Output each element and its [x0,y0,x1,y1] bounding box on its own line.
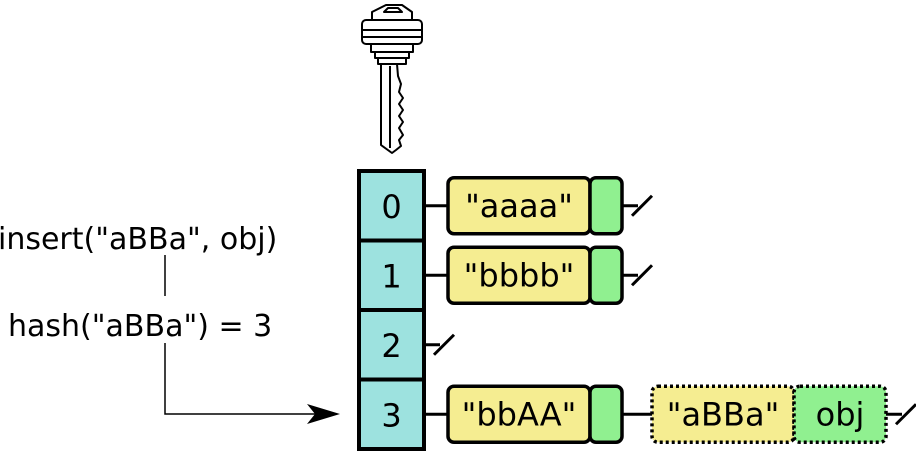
bucket-index: 1 [381,257,401,295]
node-value-cell [588,245,624,305]
node-key-cell [650,384,796,444]
chain-node: "bbAA" [446,384,624,444]
bucket-index: 0 [381,188,401,226]
hash-to-bucket-arrow-line [164,343,318,415]
chain-0: "aaaa" [424,176,654,236]
chain-node: "bbbb" [446,245,624,305]
node-value-cell [588,384,624,444]
chains: "aaaa" "bbbb" "bbAA" "aBBa" obj [424,176,916,444]
node-value-cell [792,384,888,444]
bucket-array: 0 1 2 3 [357,169,426,451]
pending-node: "aBBa" obj [650,384,888,444]
bucket-3: 3 [357,377,426,451]
node-value: obj [816,395,865,433]
chain-1: "bbbb" [424,245,654,305]
node-value-cell [588,176,624,236]
node-key: "bbAA" [462,395,577,433]
chain-node: "aaaa" [446,176,624,236]
null-terminator-icon [630,264,654,287]
bucket-index: 2 [381,327,401,365]
insert-call-label: insert("aBBa", obj) [0,222,277,257]
bucket-cell [357,308,426,382]
null-terminator-icon [894,403,916,426]
node-key: "bbbb" [464,256,575,294]
node-key: "aaaa" [465,187,573,225]
hash-result-label: hash("aBBa") = 3 [8,309,272,344]
null-terminator-icon [630,194,654,217]
bucket-cell [357,238,426,312]
key-icon [361,4,423,154]
chain-3: "bbAA" "aBBa" obj [424,384,916,444]
arrowhead-icon [307,404,340,424]
bucket-1: 1 [357,238,426,312]
chain-2 [424,333,456,356]
node-key: "aBBa" [667,395,780,433]
bucket-0: 0 [357,169,426,243]
bucket-2: 2 [357,308,426,382]
bucket-index: 3 [381,396,401,434]
null-terminator-icon [432,333,456,356]
